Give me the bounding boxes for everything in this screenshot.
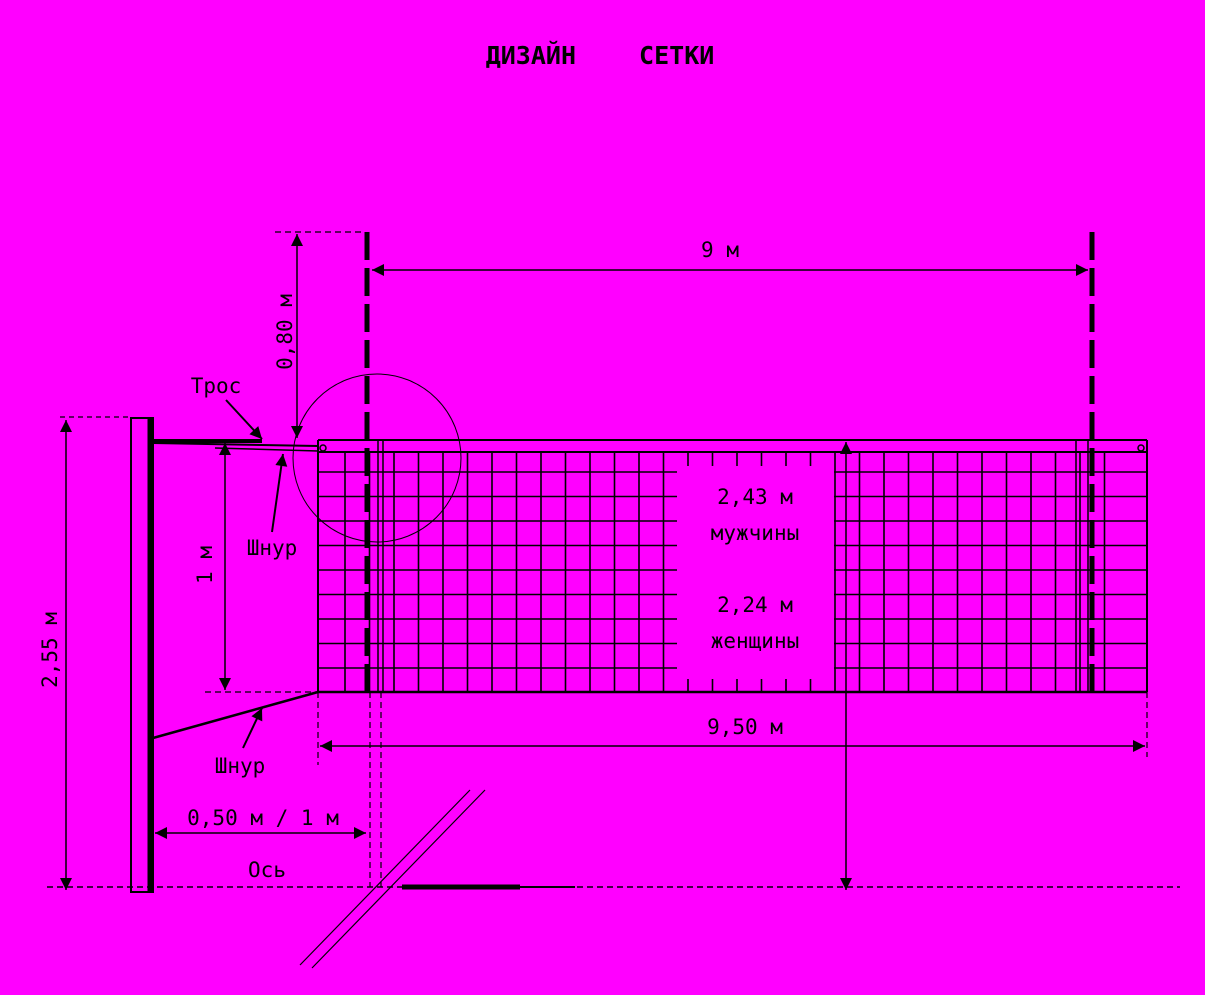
lower-cord (152, 690, 319, 740)
net-height-label: 1 м (193, 546, 217, 584)
axis-label: Ось (248, 858, 286, 882)
men-label: мужчины (711, 521, 800, 545)
women-height-label: 2,24 м (717, 593, 793, 617)
women-label: женщины (711, 629, 800, 653)
net-length-label: 9,50 м (707, 715, 783, 739)
break-line-2 (311, 789, 486, 969)
antenna-distance-label: 9 м (701, 238, 739, 262)
cable (152, 442, 319, 447)
cable-pointer (225, 399, 263, 440)
antenna-height-label: 0,80 м (273, 294, 297, 370)
upper-cord-label: Шнур (247, 536, 298, 560)
upper-cord (214, 447, 319, 452)
left-ring (319, 444, 327, 452)
post-offset-label: 0,50 м / 1 м (187, 806, 339, 830)
post-height-label: 2,55 м (38, 612, 62, 688)
diagram-title: ДИЗАЙН СЕТКИ (486, 41, 715, 70)
right-ring (1137, 444, 1145, 452)
lower-cord-pointer (242, 707, 263, 749)
net-label-area (677, 466, 834, 679)
upper-cord-pointer (271, 453, 288, 533)
lower-cord-label: Шнур (215, 754, 266, 778)
post (130, 417, 154, 893)
cable-label: Трос (191, 374, 242, 398)
men-height-label: 2,43 м (717, 485, 793, 509)
break-line-1 (299, 789, 471, 966)
detail-circle (292, 373, 462, 543)
